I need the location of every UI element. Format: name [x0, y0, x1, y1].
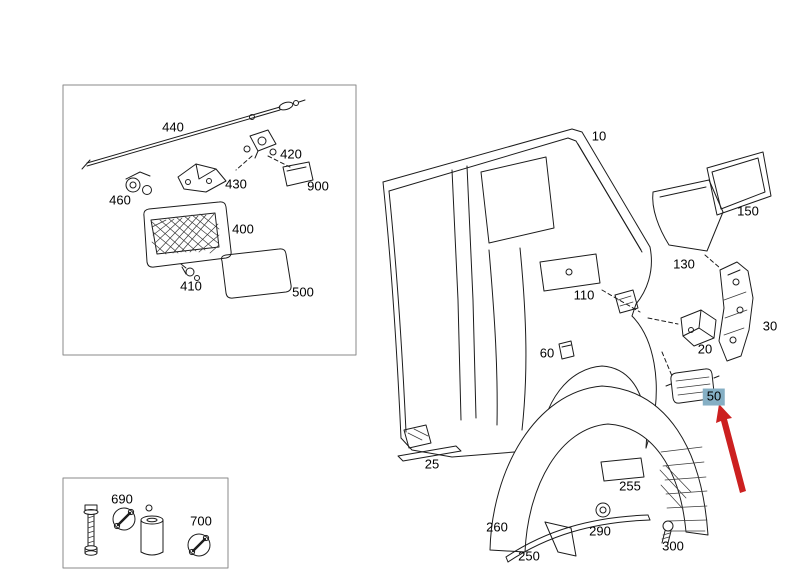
part-label-300: 300 — [662, 538, 684, 554]
part-label-130: 130 — [673, 256, 695, 272]
part-300-screw — [661, 520, 674, 544]
part-label-690: 690 — [111, 491, 133, 507]
part-10-body-side-panel — [382, 128, 657, 458]
inset-box-fuel-door-parts — [62, 84, 357, 356]
part-255-liner-detail — [600, 457, 645, 482]
part-label-440: 440 — [162, 119, 184, 135]
part-410-grommet — [180, 263, 200, 281]
part-900-plate — [282, 161, 314, 187]
part-label-60: 60 — [539, 345, 555, 361]
part-label-150: 150 — [737, 203, 759, 219]
part-290-grommet — [595, 502, 611, 518]
wrench-icon — [187, 533, 211, 557]
part-130-quarter-panel — [652, 179, 724, 252]
part-label-460: 460 — [109, 192, 131, 208]
part-label-430: 430 — [225, 176, 247, 192]
part-30-bracket — [704, 254, 754, 362]
wrench-icon — [112, 507, 136, 531]
inset-box-fasteners — [62, 477, 229, 569]
leader-lines — [601, 289, 679, 377]
part-25-sill-strip — [397, 445, 462, 462]
part-label-400: 400 — [232, 221, 254, 237]
part-150-quarter-glass — [706, 151, 772, 216]
part-label-25: 25 — [424, 456, 440, 472]
part-690-threaded-stud — [83, 504, 99, 556]
part-420-actuator — [235, 129, 291, 171]
part-700-cylinder — [140, 504, 164, 556]
part-label-900: 900 — [307, 178, 329, 194]
red-arrow — [716, 404, 746, 493]
part-460-guide — [125, 171, 152, 195]
part-400-fuel-filler-door — [143, 201, 232, 275]
part-label-500: 500 — [292, 284, 314, 300]
part-label-110: 110 — [573, 287, 595, 303]
part-20-mount-bracket — [680, 309, 717, 347]
part-label-50: 50 — [702, 388, 726, 406]
net-hatch — [151, 213, 220, 255]
part-label-20: 20 — [697, 341, 713, 357]
part-500-cover-panel — [221, 248, 292, 299]
part-250-arch-trim — [505, 514, 651, 563]
part-430-bracket — [177, 163, 227, 193]
part-label-700: 700 — [190, 513, 212, 529]
part-60-clip — [558, 340, 575, 360]
part-label-250: 250 — [518, 548, 540, 564]
part-label-255: 255 — [619, 478, 641, 494]
part-label-420: 420 — [280, 146, 302, 162]
part-label-260: 260 — [486, 519, 508, 535]
part-label-410: 410 — [180, 278, 202, 294]
part-260-wheel-arch-liner — [489, 385, 709, 557]
part-label-10: 10 — [591, 128, 607, 144]
part-110-filler-recess — [539, 253, 601, 292]
part-label-30: 30 — [762, 318, 778, 334]
part-440-antenna-rod — [81, 99, 306, 170]
part-label-290: 290 — [589, 523, 611, 539]
